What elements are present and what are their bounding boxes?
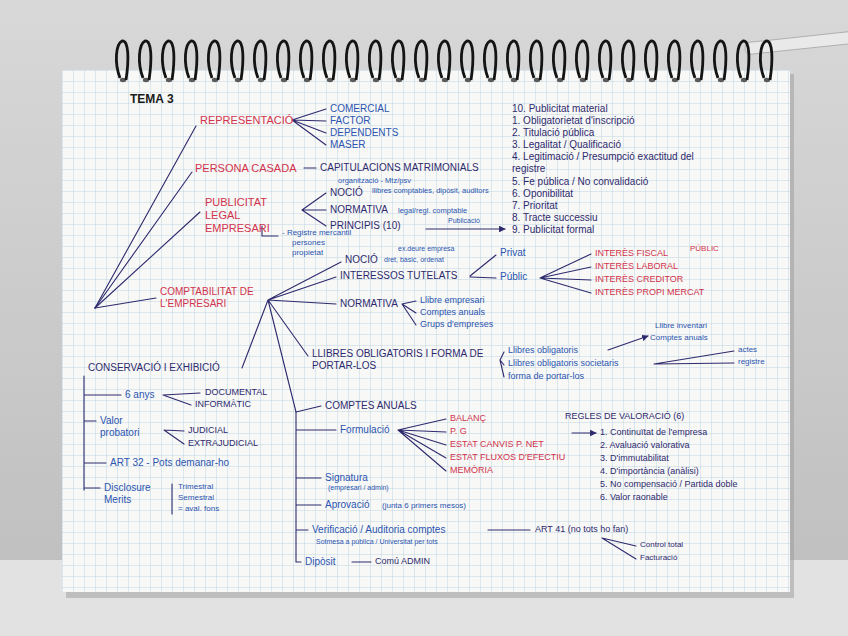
note-text: INFORMÀTIC (195, 399, 251, 410)
note-text: 6. Oponibilitat (512, 188, 573, 200)
branch-heading: COMPTABILITAT DE L'EMPRESARI (160, 286, 260, 310)
note-text: 9. Publicitat formal (512, 224, 594, 236)
note-text: Llibres obligatoris societaris (508, 358, 619, 369)
note-text: Llibre inventari (655, 321, 707, 331)
note-text: 6 anys (125, 389, 154, 401)
note-text: 4. Legitimació / Presumpció exactitud de… (512, 151, 702, 175)
note-text: Comptes anuals (650, 333, 708, 343)
note-text: 6. Valor raonable (600, 492, 668, 503)
note-text: 1. Continuïtat de l'empresa (600, 427, 707, 438)
note-text: Privat (500, 247, 526, 259)
note-text: COMERCIAL (330, 103, 389, 115)
note-text: ART 32 - Pots demanar-ho (110, 457, 229, 469)
branch-heading: INTERÈS CREDITOR (595, 274, 683, 285)
note-text: actes (738, 345, 757, 355)
branch-heading: INTERÈS PROPI MERCAT (595, 287, 704, 298)
note-text: INTERESSOS TUTELATS (340, 270, 457, 282)
note-text: COMPTES ANUALS (325, 400, 417, 412)
note-text: NORMATIVA (330, 204, 388, 216)
note-text: EXTRAJUDICIAL (188, 438, 258, 449)
branch-heading: INTERÈS LABORAL (595, 261, 678, 272)
note-text: Publicació (448, 217, 480, 225)
mind-map-lines (84, 109, 734, 562)
note-text: Formulació (340, 424, 389, 436)
note-text: registre (738, 357, 765, 367)
branch-heading: ESTAT CANVIS P. NET (450, 439, 544, 450)
note-text: 2. Avaluació valorativa (600, 440, 689, 451)
paper (62, 70, 790, 592)
note-text: Dipòsit (305, 556, 336, 568)
branch-heading: P. G (450, 426, 467, 437)
note-text: Signatura (325, 472, 368, 484)
note-text: Grups d'empreses (420, 319, 493, 330)
note-text: 2. Titulació pública (512, 127, 594, 139)
branch-heading: MEMÒRIA (450, 465, 493, 476)
note-text: 5. Fe pública / No convalidació (512, 176, 648, 188)
note-text: 4. D'importància (anàlisi) (600, 466, 699, 477)
note-text: Disclosure Merits (104, 482, 166, 506)
note-text: Aprovació (325, 499, 369, 511)
note-text: DEPENDENTS (330, 127, 398, 139)
branch-heading: PÚBLIC (690, 244, 719, 254)
note-text: (junta 6 primers mesos) (382, 501, 466, 511)
note-text: legal/regl. comptable (398, 206, 467, 215)
note-text: NOCIÓ (330, 187, 363, 199)
spiral (112, 30, 779, 92)
branch-heading: ESTAT FLUXOS D'EFECTIU (450, 452, 565, 463)
note-text: FACTOR (330, 115, 370, 127)
branch-heading: REPRESENTACIÓ (200, 114, 293, 127)
grid (62, 70, 790, 592)
note-text: 7. Prioritat (512, 200, 558, 212)
note-text: propietat (292, 248, 323, 258)
note-text: JUDICIAL (188, 425, 228, 436)
note-text: organització - Mtz/psv (338, 176, 411, 185)
note-text: dret, bàsic, ordenat (384, 256, 444, 264)
note-text: Control total (640, 540, 683, 550)
note-text: REGLES DE VALORACIÓ (6) (565, 411, 684, 422)
note-text: 5. No compensació / Partida doble (600, 479, 738, 490)
note-text: Públic (500, 271, 527, 283)
note-text: Comú ADMIN (375, 556, 430, 567)
note-text: 10. Publicitat material (512, 103, 608, 115)
note-text: NORMATIVA (340, 298, 398, 310)
note-text: llibres comptables, dipòsit, auditors (372, 186, 502, 195)
note-text: Trimestral (178, 482, 213, 492)
note-text: 1. Obligatorietat d'inscripció (512, 115, 635, 127)
note-text: persones (292, 238, 325, 248)
note-text: Llibre empresari (420, 295, 485, 306)
note-text: ex.deure empresa (398, 245, 454, 253)
note-text: MASER (330, 139, 366, 151)
note-text: Semestral (178, 493, 214, 503)
note-text: forma de portar-los (508, 371, 584, 382)
note-text: (empresari / admin) (328, 484, 389, 492)
note-text: DOCUMENTAL (205, 387, 267, 398)
note-text: Sotmesa a pública / Universitat per tots (316, 538, 438, 546)
page-title: TEMA 3 (130, 92, 174, 106)
note-text: 3. Legalitat / Qualificació (512, 139, 621, 151)
note-text: Llibres obligatoris (508, 345, 578, 356)
note-text: Comptes anuals (420, 307, 485, 318)
note-text: ART 41 (no tots ho fan) (535, 524, 628, 535)
branch-heading: INTERÈS FISCAL (595, 248, 668, 259)
note-text: Valor probatori (100, 415, 158, 439)
note-text: 8. Tracte successiu (512, 212, 598, 224)
note-text: NOCIÓ (345, 254, 378, 266)
note-text: CONSERVACIÓ I EXHIBICIÓ (88, 362, 220, 374)
branch-heading: PERSONA CASADA (195, 162, 296, 175)
note-text: LLIBRES OBLIGATORIS I FORMA DE PORTAR-LO… (312, 348, 497, 372)
branch-heading: BALANÇ (450, 413, 486, 424)
note-text: Verificació / Auditoria comptes (312, 524, 445, 536)
note-text: CAPITULACIONS MATRIMONIALS (320, 162, 479, 174)
note-text: = aval. fons (178, 504, 219, 514)
note-text: 3. D'immutabilitat (600, 453, 669, 464)
note-text: Facturació (640, 553, 677, 563)
note-text: - Registre mercantil (282, 228, 351, 238)
